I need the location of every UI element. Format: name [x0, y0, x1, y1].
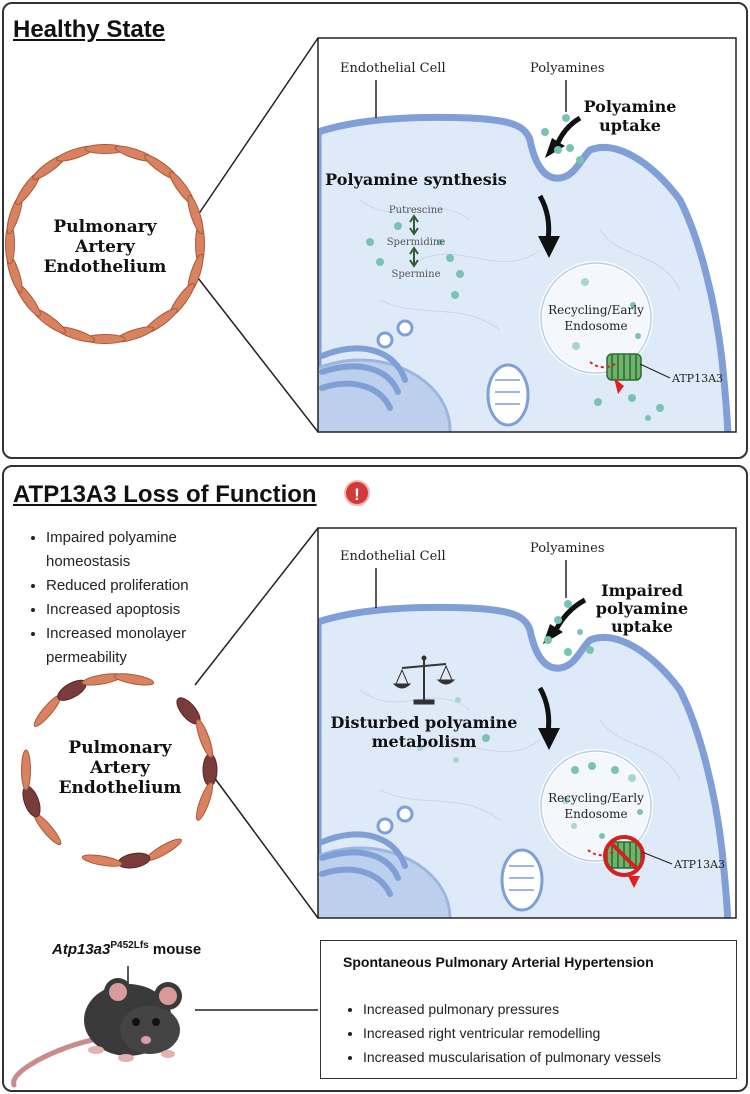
damaged-endothelial-cell	[117, 852, 151, 869]
effect-item: Reduced proliferation	[46, 574, 246, 598]
endothelium-label-1: Pulmonary	[68, 738, 172, 758]
zoom-line-top	[194, 527, 319, 686]
endothelial-cell	[195, 782, 214, 821]
damaged-endothelium-ring	[21, 673, 218, 869]
alert-icon: !	[344, 480, 370, 506]
phenotype-title: Spontaneous Pulmonary Arterial Hypertens…	[343, 954, 654, 970]
mouse-allele: P452Lfs	[110, 940, 149, 951]
spermidine-label: Spermidine	[387, 237, 446, 248]
disturbed-metabolism-label-2: metabolism	[372, 732, 477, 751]
endothelium-label-2: Artery	[74, 237, 136, 257]
endothelial-cell	[146, 838, 182, 861]
zoom-line-bottom	[197, 277, 319, 433]
phenotype-item: Increased muscularisation of pulmonary v…	[363, 1045, 661, 1069]
mouse-illustration	[11, 978, 182, 1088]
atp13a3-transporter	[589, 353, 671, 394]
zoom-line-bottom	[204, 764, 319, 919]
damaged-endothelial-cell	[22, 785, 41, 818]
mouse-model-label: Atp13a3P452Lfs mouse	[52, 940, 201, 958]
effects-list: Impaired polyamine homeostasis Reduced p…	[24, 526, 246, 670]
phenotype-list: Increased pulmonary pressures Increased …	[343, 997, 661, 1069]
zoom-line-top	[197, 37, 319, 216]
impaired-uptake-label-2: polyamine	[596, 599, 688, 618]
phenotype-item: Increased pulmonary pressures	[363, 997, 661, 1021]
impaired-uptake-label-1: Impaired	[601, 581, 683, 600]
effect-item: Impaired polyamine homeostasis	[46, 526, 246, 574]
endosome-label-1: Recycling/Early	[548, 303, 644, 317]
polyamine-uptake-label-2: uptake	[599, 116, 661, 135]
effect-item: Increased apoptosis	[46, 598, 246, 622]
polyamines-label: Polyamines	[530, 541, 605, 556]
phenotype-item: Increased right ventricular remodelling	[363, 1021, 661, 1045]
endothelium-label-3: Endothelium	[59, 778, 182, 798]
endothelial-cell-label: Endothelial Cell	[340, 61, 446, 76]
healthy-state-graphic: Pulmonary Artery Endothelium	[5, 37, 737, 433]
endothelium-ring	[5, 144, 205, 344]
blocked-atp13a3-transporter	[587, 835, 673, 888]
endothelial-cell-label: Endothelial Cell	[340, 549, 446, 564]
endosome-label-1: Recycling/Early	[548, 791, 644, 805]
endothelium-label-2: Artery	[89, 758, 151, 778]
endothelial-cell	[21, 749, 31, 791]
endothelial-cell	[195, 719, 214, 758]
phenotype-box: Spontaneous Pulmonary Arterial Hypertens…	[320, 940, 737, 1079]
polyamine-uptake-label-1: Polyamine	[584, 97, 677, 116]
polyamine-synthesis-label: Polyamine synthesis	[325, 170, 507, 189]
healthy-state-title: Healthy State	[13, 16, 166, 43]
polyamines-label: Polyamines	[530, 61, 605, 76]
putrescine-label: Putrescine	[389, 205, 443, 216]
endothelial-cell	[81, 673, 123, 686]
endothelium-label-1: Pulmonary	[53, 217, 157, 237]
mouse-suffix: mouse	[152, 941, 202, 958]
atp13a3-label: ATP13A3	[671, 372, 723, 385]
polyamine-dots	[417, 600, 643, 839]
polyamine-dots	[366, 114, 664, 421]
effect-item: Increased monolayer permeability	[46, 622, 246, 670]
endosome-label-2: Endosome	[564, 319, 627, 333]
cell-zoom-box	[317, 527, 737, 919]
impaired-uptake-label-3: uptake	[611, 617, 673, 636]
disturbed-metabolism-label-1: Disturbed polyamine	[331, 713, 518, 732]
damaged-endothelial-cell	[202, 753, 218, 787]
endosome-label-2: Endosome	[564, 807, 627, 821]
endothelial-cell	[81, 854, 123, 867]
scale-icon	[392, 655, 456, 705]
cell-zoom-box	[317, 37, 737, 433]
loss-of-function-title: ATP13A3 Loss of Function	[13, 481, 317, 508]
atp13a3-label: ATP13A3	[673, 858, 725, 871]
endothelial-cell	[113, 673, 155, 686]
spermine-label: Spermine	[392, 269, 441, 280]
endothelial-cell	[187, 195, 204, 235]
mouse-gene-name: Atp13a3	[52, 941, 111, 958]
endothelium-label-3: Endothelium	[44, 257, 167, 277]
